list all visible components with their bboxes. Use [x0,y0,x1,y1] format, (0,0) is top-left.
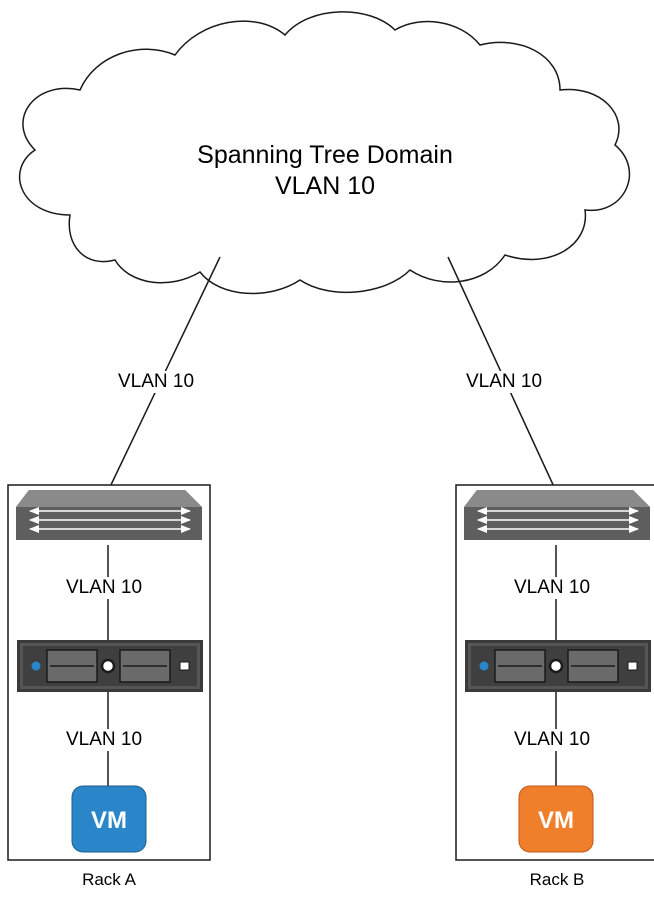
switch-server-a-label: VLAN 10 [65,577,144,599]
vm-icon: VM [518,785,594,853]
server-vm-b-label: VLAN 10 [513,729,592,751]
uplink-a-label: VLAN 10 [117,371,196,393]
switch-server-b-label: VLAN 10 [513,577,592,599]
switch-icon [16,490,202,540]
cloud-vlan: VLAN 10 [274,172,376,200]
server-icon [17,640,203,692]
rack-b-label: Rack B [529,870,585,889]
server-icon [465,640,651,692]
cloud-title: Spanning Tree Domain [197,141,453,169]
cloud-icon [18,11,631,295]
vm-label-b: VM [538,807,574,834]
vm-icon: VM [71,785,147,853]
rack-a: VM [7,484,211,861]
switch-icon [464,490,650,540]
rack-b: VM [455,484,654,861]
rack-a-label: Rack A [82,870,136,889]
server-vm-a-label: VLAN 10 [65,729,144,751]
uplink-b-label: VLAN 10 [465,371,544,393]
vm-label-a: VM [91,807,127,834]
